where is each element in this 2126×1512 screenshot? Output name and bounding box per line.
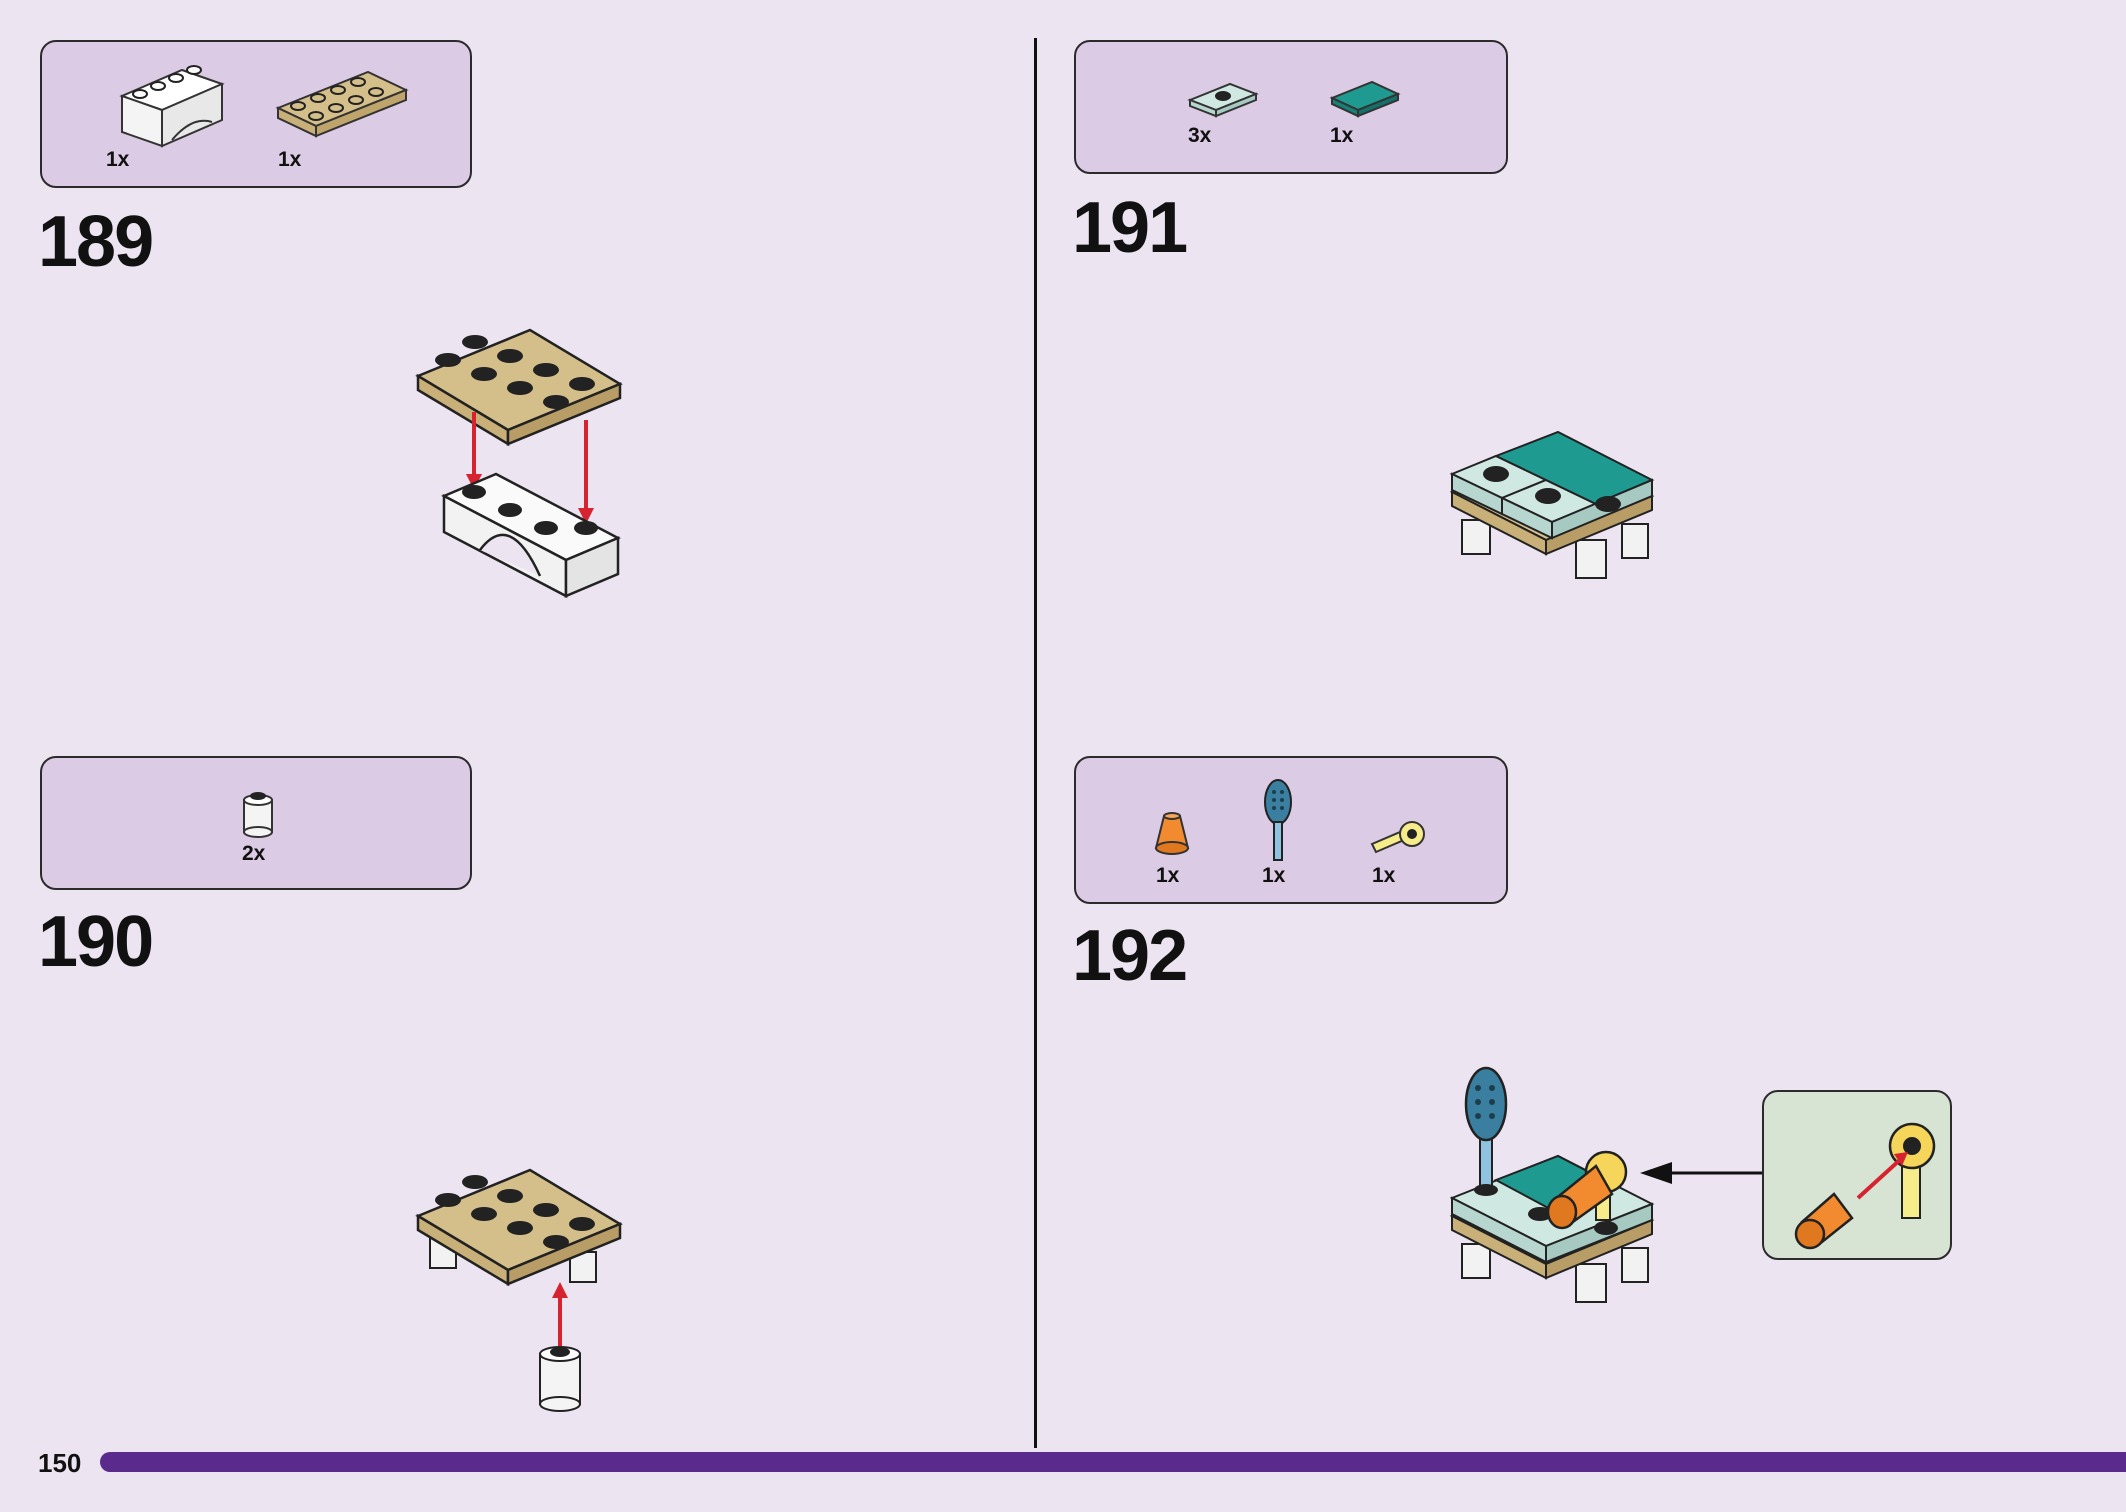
mint-jumper-plate-icon (1187, 82, 1259, 118)
part-qty: 1x (1372, 864, 1396, 887)
parts-box-step-192: 1x 1x 1x (1074, 756, 1508, 904)
orange-cone-icon (1154, 812, 1190, 855)
part-qty: 1x (1156, 864, 1180, 887)
page-progress-bar (100, 1452, 2126, 1472)
step-number: 189 (38, 202, 154, 282)
part-qty: 1x (1262, 864, 1286, 887)
step-number: 190 (38, 902, 154, 982)
hairbrush-icon (1264, 779, 1292, 861)
callout-pointer-arrow (1640, 1162, 1764, 1184)
white-arch-brick-icon (119, 65, 225, 148)
tan-plate-2x4-icon (275, 70, 409, 138)
page-number: 150 (38, 1448, 82, 1478)
step-number: 192 (1072, 916, 1188, 996)
white-round-brick-icon (243, 792, 273, 838)
parts-box-step-189: 1x 1x (40, 40, 472, 188)
page-divider (1034, 38, 1037, 1448)
part-qty: 3x (1188, 124, 1212, 147)
step-number: 191 (1072, 188, 1188, 268)
step-190-assembly (415, 1168, 623, 1412)
parts-box-step-190: 2x (40, 756, 472, 890)
yellow-clip-icon (1370, 821, 1425, 854)
step-189-assembly (415, 328, 623, 599)
teal-tile-icon (1329, 80, 1401, 118)
cone-on-clip-sub-assembly (1794, 1122, 1936, 1250)
part-qty: 2x (242, 842, 266, 865)
sub-assembly-callout (1762, 1090, 1952, 1260)
part-qty: 1x (106, 148, 130, 171)
part-qty: 1x (278, 148, 302, 171)
part-qty: 1x (1330, 124, 1354, 147)
step-191-assembly (1449, 430, 1655, 579)
parts-box-step-191: 3x 1x (1074, 40, 1508, 174)
step-192-assembly (1449, 1066, 1655, 1303)
